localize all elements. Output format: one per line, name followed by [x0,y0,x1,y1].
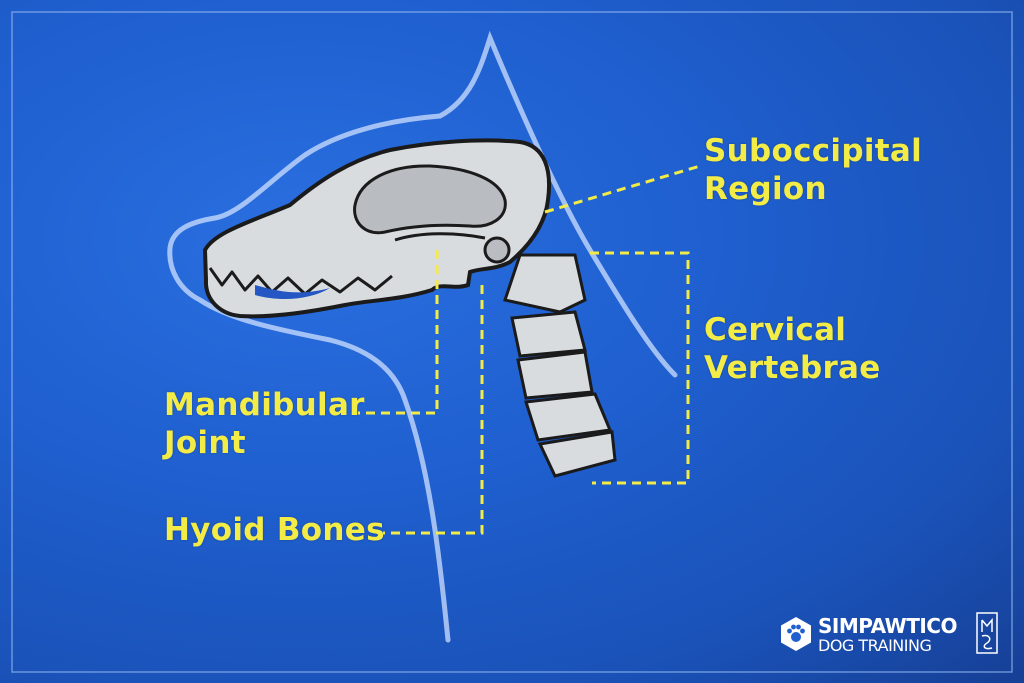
atlas-vertebra [505,255,585,312]
dog-silhouette-outline [170,38,675,640]
cervical-vertebra [512,312,585,356]
cervical-label: Cervical Vertebrae [704,311,881,387]
suboccipital-leader [545,166,700,212]
suboccipital-label-line1: Suboccipital [704,132,922,170]
mandibular-label: Mandibular Joint [164,386,365,462]
ear-canal [485,238,509,262]
hyoid-label: Hyoid Bones [164,511,385,549]
suboccipital-label: Suboccipital Region [704,132,922,208]
cervical-label-line1: Cervical [704,311,881,349]
vertebrae-illustration [505,255,615,476]
cervical-label-line2: Vertebrae [704,349,881,387]
cervical-vertebra [518,352,592,398]
brand-name: SIMPAWTICO [818,614,957,638]
suboccipital-label-line2: Region [704,170,922,208]
eye-socket [355,166,506,233]
mandibular-label-line1: Mandibular [164,386,365,424]
skull-illustration [205,140,549,316]
hyoid-leader [383,285,482,533]
hyoid-label-text: Hyoid Bones [164,511,385,549]
mandibular-label-line2: Joint [164,424,365,462]
brand-logo: SIMPAWTICO DOG TRAINING [778,612,1016,658]
paw-hexagon-icon [778,616,814,652]
monogram-stamp-icon [976,612,998,654]
brand-subtitle: DOG TRAINING [818,636,931,655]
